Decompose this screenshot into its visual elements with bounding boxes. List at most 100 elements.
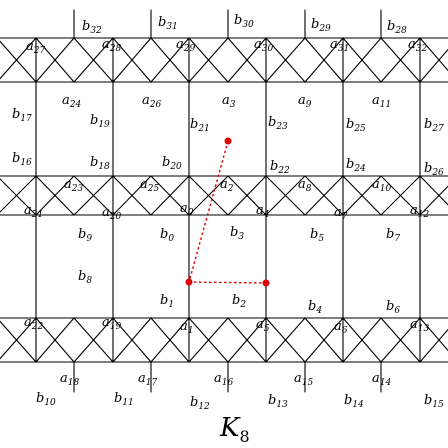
vertex-label-subscript: 26 bbox=[149, 100, 162, 110]
graph-edge bbox=[188, 317, 229, 363]
vertex-label-b21: b21 bbox=[190, 117, 210, 134]
vertex-label-base: b bbox=[160, 293, 168, 308]
vertex-label-base: a bbox=[372, 177, 380, 192]
vertex-label-base: a bbox=[298, 177, 306, 192]
vertex-label-b6: b6 bbox=[386, 299, 400, 316]
vertex-label-b16: b16 bbox=[12, 151, 32, 168]
vertex-label-b29: b29 bbox=[311, 17, 331, 34]
vertex-label-b27: b27 bbox=[424, 117, 444, 134]
vertex-label-subscript: 6 bbox=[342, 326, 348, 336]
vertex-label-a0: a0 bbox=[180, 201, 194, 218]
vertex-label-subscript: 13 bbox=[418, 324, 430, 334]
vertex-label-base: a bbox=[180, 201, 188, 216]
vertex-label-base: b bbox=[36, 391, 44, 406]
caption-subscript: 8 bbox=[239, 427, 249, 446]
vertex-label-base: b bbox=[160, 227, 168, 242]
vertex-label-subscript: 21 bbox=[31, 210, 43, 220]
vertex-label-subscript: 12 bbox=[198, 402, 210, 412]
vertex-label-base: a bbox=[138, 371, 146, 386]
vertex-label-subscript: 4 bbox=[263, 210, 270, 220]
vertex-label-a14: a14 bbox=[372, 371, 391, 388]
vertex-label-base: a bbox=[142, 93, 150, 108]
vertex-label-base: b bbox=[90, 113, 98, 128]
graph-edge bbox=[188, 37, 229, 83]
vertex-label-subscript: 14 bbox=[380, 378, 392, 388]
vertex-label-subscript: 29 bbox=[183, 44, 196, 54]
vertex-label-a21: a21 bbox=[24, 203, 43, 220]
vertex-label-base: a bbox=[24, 315, 32, 330]
graph-edge bbox=[112, 175, 152, 216]
vertex-label-a15: a15 bbox=[294, 371, 313, 388]
vertex-label-b26: b26 bbox=[424, 161, 444, 178]
graph-edge bbox=[380, 317, 421, 363]
vertex-label-base: a bbox=[64, 177, 72, 192]
vertex-label-base: b bbox=[90, 155, 98, 170]
vertex-label-base: a bbox=[102, 205, 110, 220]
vertex-label-subscript: 7 bbox=[342, 212, 348, 222]
vertex-label-base: b bbox=[387, 19, 395, 34]
vertex-label-subscript: 18 bbox=[98, 162, 110, 172]
vertex-label-subscript: 23 bbox=[275, 122, 288, 132]
vertex-label-base: b bbox=[270, 159, 278, 174]
graph-edge bbox=[73, 37, 114, 83]
vertex-label-base: b bbox=[311, 17, 319, 32]
vertex-label-base: a bbox=[334, 205, 342, 220]
vertex-label-base: b bbox=[268, 393, 276, 408]
vertex-label-b7: b7 bbox=[386, 227, 400, 244]
graph-edge bbox=[35, 317, 75, 363]
vertex-label-subscript: 21 bbox=[197, 124, 209, 134]
graph-edge bbox=[73, 317, 114, 363]
vertex-label-base: a bbox=[140, 177, 148, 192]
vertex-label-a3: a3 bbox=[222, 93, 236, 110]
vertex-label-b12: b12 bbox=[190, 395, 210, 412]
vertex-label-a11: a11 bbox=[372, 93, 391, 110]
vertex-label-subscript: 28 bbox=[394, 26, 407, 36]
graph-edge bbox=[35, 37, 75, 83]
vertex-label-base: a bbox=[410, 203, 418, 218]
vertex-label-subscript: 3 bbox=[230, 100, 236, 110]
vertex-label-subscript: 4 bbox=[315, 306, 322, 316]
vertex-label-base: a bbox=[372, 93, 380, 108]
vertex-label-base: a bbox=[24, 203, 32, 218]
graph-edge bbox=[342, 317, 382, 363]
caption-base: K bbox=[219, 413, 241, 443]
vertex-label-a20: a20 bbox=[102, 205, 121, 222]
vertex-label-subscript: 8 bbox=[306, 184, 312, 194]
vertex-label-base: a bbox=[256, 203, 264, 218]
vertex-label-b5: b5 bbox=[310, 227, 324, 244]
vertex-label-b15: b15 bbox=[424, 393, 444, 410]
vertex-label-subscript: 5 bbox=[318, 234, 324, 244]
vertex-label-a19: a19 bbox=[102, 315, 121, 332]
vertex-label-base: a bbox=[256, 317, 264, 332]
vertex-label-a5: a5 bbox=[256, 317, 270, 334]
graph-edge bbox=[342, 175, 382, 216]
vertex-label-b30: b30 bbox=[234, 13, 254, 30]
vertex-label-subscript: 5 bbox=[264, 324, 270, 334]
vertex-label-subscript: 17 bbox=[20, 114, 32, 124]
vertex-label-base: a bbox=[372, 371, 380, 386]
vertex-label-a8: a8 bbox=[298, 177, 312, 194]
vertex-label-base: a bbox=[214, 371, 222, 386]
vertex-label-subscript: 16 bbox=[222, 378, 234, 388]
vertex-label-b24: b24 bbox=[346, 157, 366, 174]
vertex-label-subscript: 31 bbox=[166, 22, 177, 32]
red-dashed-path bbox=[185, 137, 270, 287]
vertex-label-subscript: 24 bbox=[69, 100, 82, 110]
graph-edges bbox=[0, 9, 448, 393]
vertex-label-base: a bbox=[60, 371, 68, 386]
vertex-label-subscript: 20 bbox=[109, 212, 122, 222]
red-path-dot bbox=[185, 278, 193, 286]
vertex-label-a17: a17 bbox=[138, 371, 157, 388]
vertex-label-base: b bbox=[424, 393, 432, 408]
vertex-label-base: b bbox=[12, 107, 20, 122]
graph-edge bbox=[265, 175, 306, 216]
graph-edge bbox=[112, 317, 152, 363]
vertex-label-a9: a9 bbox=[298, 93, 312, 110]
vertex-label-subscript: 17 bbox=[146, 378, 158, 388]
vertex-label-b18: b18 bbox=[90, 155, 110, 172]
vertex-label-base: b bbox=[230, 225, 238, 240]
vertex-label-base: a bbox=[176, 37, 184, 52]
vertex-label-a31: a31 bbox=[330, 37, 349, 54]
vertex-label-subscript: 0 bbox=[188, 208, 194, 218]
graph-edge bbox=[227, 175, 267, 216]
